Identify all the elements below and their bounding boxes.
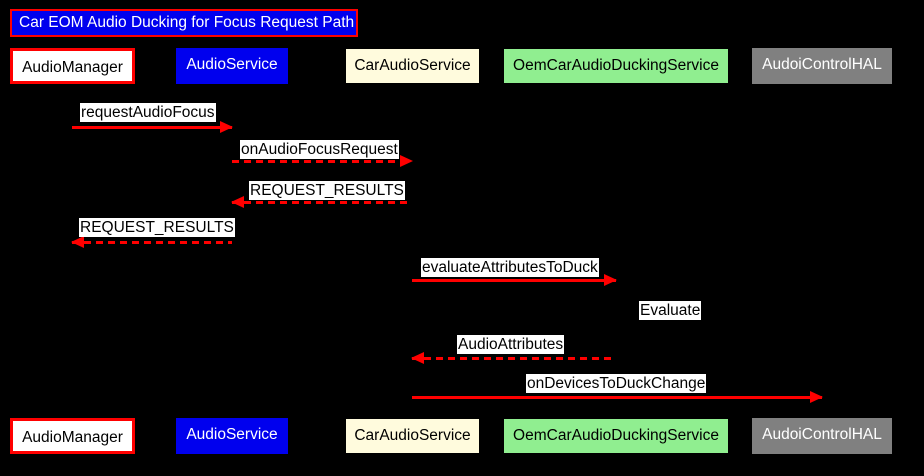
- participant-oem-ducking-service-bottom[interactable]: OemCarAudioDuckingService: [503, 418, 729, 454]
- lifeline-oem-ducking-service: [616, 86, 617, 416]
- diagram-title: Car EOM Audio Ducking for Focus Request …: [10, 9, 358, 37]
- participant-audio-service-bottom[interactable]: AudioService: [176, 418, 288, 454]
- arrowhead-icon-m3: [231, 196, 244, 208]
- arrowhead-icon-m5: [604, 274, 617, 286]
- message-line-m1: [72, 126, 232, 129]
- message-arrow-m2: [232, 155, 413, 167]
- participant-audio-control-hal-top[interactable]: AudoiControlHAL: [752, 48, 892, 84]
- lifeline-audio-service: [232, 86, 233, 416]
- message-line-m7: [412, 396, 822, 399]
- message-label-m2: onAudioFocusRequest: [240, 140, 399, 159]
- message-line-m5: [412, 279, 616, 282]
- participant-car-audio-service-top[interactable]: CarAudioService: [345, 48, 480, 84]
- message-arrow-m1: [72, 121, 233, 133]
- message-label-m3: REQUEST_RESULTS: [249, 181, 405, 200]
- arrowhead-icon-m2: [400, 155, 413, 167]
- message-arrow-m5: [412, 274, 617, 286]
- participant-audio-control-hal-bottom[interactable]: AudoiControlHAL: [752, 418, 892, 454]
- message-label-m1: requestAudioFocus: [80, 103, 216, 122]
- arrowhead-icon-m4: [71, 236, 84, 248]
- arrowhead-icon-m7: [810, 391, 823, 403]
- lifeline-car-audio-service: [412, 86, 413, 416]
- participant-audio-manager-bottom[interactable]: AudioManager: [10, 418, 135, 454]
- message-line-m2: [232, 160, 412, 163]
- message-arrow-m3: [231, 196, 412, 208]
- message-arrow-m7: [412, 391, 823, 403]
- message-line-m4: [72, 241, 232, 244]
- lifeline-audio-control-hal: [822, 86, 823, 416]
- message-arrow-m4: [71, 236, 232, 248]
- arrowhead-icon-m6: [411, 352, 424, 364]
- message-label-m4: REQUEST_RESULTS: [79, 218, 235, 237]
- lifeline-audio-manager: [72, 86, 73, 416]
- arrowhead-icon-m1: [220, 121, 233, 133]
- message-line-m3: [232, 201, 412, 204]
- message-line-m6: [412, 357, 616, 360]
- message-arrow-m6: [411, 352, 616, 364]
- participant-audio-manager-top[interactable]: AudioManager: [10, 48, 135, 84]
- message-label-m5: evaluateAttributesToDuck: [421, 258, 599, 277]
- participant-car-audio-service-bottom[interactable]: CarAudioService: [345, 418, 480, 454]
- note-n1: Evaluate: [639, 301, 702, 320]
- participant-oem-ducking-service-top[interactable]: OemCarAudioDuckingService: [503, 48, 729, 84]
- message-label-m7: onDevicesToDuckChange: [526, 374, 707, 393]
- participant-audio-service-top[interactable]: AudioService: [176, 48, 288, 84]
- message-label-m6: AudioAttributes: [457, 335, 565, 354]
